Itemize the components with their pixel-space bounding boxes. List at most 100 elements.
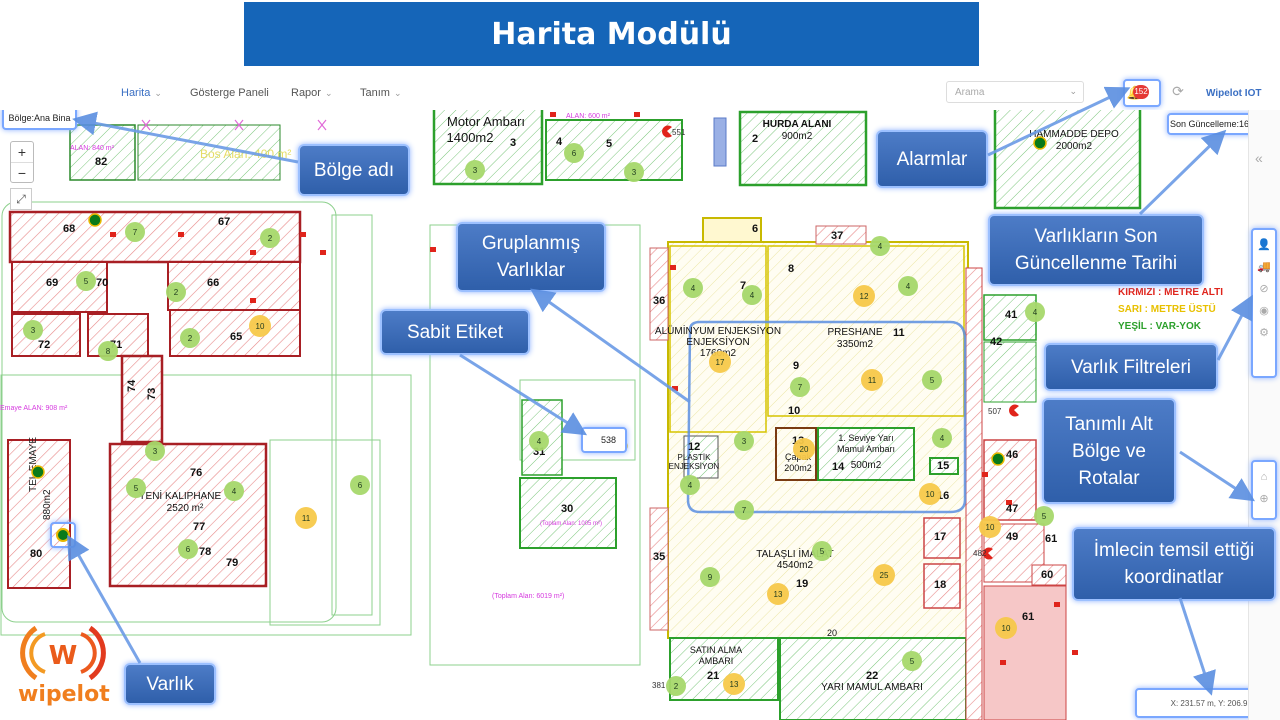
svg-text:11: 11 bbox=[893, 327, 905, 339]
svg-text:60: 60 bbox=[1041, 569, 1053, 581]
svg-text:Emaye ALAN: 908 m²: Emaye ALAN: 908 m² bbox=[0, 405, 68, 412]
svg-text:(Toplam Alan: 6019 m²): (Toplam Alan: 6019 m²) bbox=[492, 593, 564, 600]
svg-text:67: 67 bbox=[218, 216, 230, 228]
chevron-down-icon: ⌄ bbox=[324, 88, 333, 98]
zoom-out-button[interactable]: − bbox=[17, 165, 27, 181]
wipelot-logo-icon: W bbox=[20, 625, 106, 681]
collapse-panel-icon[interactable]: « bbox=[1255, 150, 1263, 166]
svg-text:61: 61 bbox=[1022, 611, 1034, 623]
svg-text:41: 41 bbox=[1005, 309, 1017, 321]
svg-text:4: 4 bbox=[232, 487, 237, 496]
search-select[interactable]: Arama⌄ bbox=[946, 81, 1084, 103]
svg-text:65: 65 bbox=[230, 331, 242, 343]
svg-text:19: 19 bbox=[796, 578, 808, 590]
svg-text:507: 507 bbox=[988, 407, 1002, 416]
nav-item-gosterge-paneli[interactable]: Gösterge Paneli bbox=[190, 87, 269, 99]
svg-text:17: 17 bbox=[716, 358, 725, 367]
svg-text:18: 18 bbox=[934, 579, 946, 591]
alarm-count-badge: 152 bbox=[1133, 85, 1149, 99]
refresh-icon[interactable]: ⟳ bbox=[1172, 83, 1184, 99]
svg-text:5: 5 bbox=[84, 277, 89, 286]
module-title: Harita Modülü bbox=[491, 16, 732, 52]
svg-text:AMBARI: AMBARI bbox=[699, 656, 734, 666]
svg-text:13: 13 bbox=[774, 590, 783, 599]
svg-text:5: 5 bbox=[910, 657, 915, 666]
svg-text:12: 12 bbox=[688, 441, 700, 453]
nav-item-rapor[interactable]: Rapor⌄ bbox=[291, 87, 333, 99]
svg-text:5: 5 bbox=[820, 547, 825, 556]
svg-text:72: 72 bbox=[38, 339, 50, 351]
svg-text:2520 m²: 2520 m² bbox=[167, 503, 204, 514]
svg-text:3: 3 bbox=[473, 166, 478, 175]
fixed-tag-label[interactable]: 538 bbox=[581, 427, 627, 453]
cursor-coordinates: X: 231.57 m, Y: 206.95 m. bbox=[1135, 688, 1248, 718]
svg-text:25: 25 bbox=[880, 571, 889, 580]
svg-text:3: 3 bbox=[153, 447, 158, 456]
svg-text:10: 10 bbox=[256, 322, 265, 331]
svg-text:20: 20 bbox=[827, 628, 837, 638]
block-filter-icon[interactable]: ⊘ bbox=[1259, 283, 1269, 295]
svg-text:21: 21 bbox=[707, 670, 719, 682]
svg-text:4: 4 bbox=[940, 434, 945, 443]
svg-text:3: 3 bbox=[742, 437, 747, 446]
vehicle-filter-icon[interactable]: 🚚 bbox=[1257, 261, 1271, 273]
chevron-down-icon: ⌄ bbox=[393, 88, 402, 98]
svg-text:36: 36 bbox=[653, 295, 665, 307]
svg-text:9: 9 bbox=[708, 573, 713, 582]
svg-text:3: 3 bbox=[31, 326, 36, 335]
svg-text:20: 20 bbox=[800, 445, 809, 454]
svg-text:HURDA ALANI: HURDA ALANI bbox=[763, 119, 832, 130]
svg-text:10: 10 bbox=[1002, 624, 1011, 633]
location-person-icon[interactable]: ⌂ bbox=[1260, 471, 1268, 483]
brand-name: Wipelot IOT bbox=[1206, 88, 1262, 99]
svg-text:10: 10 bbox=[986, 523, 995, 532]
svg-text:1. Seviye Yarı: 1. Seviye Yarı bbox=[838, 433, 893, 443]
svg-text:2: 2 bbox=[752, 133, 758, 145]
callout-son-guncelleme: Varlıkların Son Güncellenme Tarihi bbox=[988, 214, 1204, 286]
svg-text:SATIN ALMA: SATIN ALMA bbox=[690, 645, 742, 655]
svg-text:YENİ KALIPHANE: YENİ KALIPHANE bbox=[139, 489, 222, 502]
expand-icon: ⤢ bbox=[16, 192, 26, 206]
svg-text:4: 4 bbox=[691, 284, 696, 293]
route-icon[interactable]: ⊕ bbox=[1259, 493, 1269, 505]
svg-text:35: 35 bbox=[653, 551, 665, 563]
svg-text:381: 381 bbox=[652, 681, 666, 690]
svg-text:5: 5 bbox=[606, 138, 612, 150]
svg-text:4: 4 bbox=[906, 282, 911, 291]
svg-text:42: 42 bbox=[990, 336, 1002, 348]
svg-text:47: 47 bbox=[1006, 503, 1018, 515]
svg-text:7: 7 bbox=[798, 383, 803, 392]
svg-text:551: 551 bbox=[672, 128, 686, 137]
svg-text:ALÜMİNYUM ENJEKSİYON: ALÜMİNYUM ENJEKSİYON bbox=[655, 324, 781, 337]
svg-text:4: 4 bbox=[556, 136, 563, 148]
svg-text:70: 70 bbox=[96, 277, 108, 289]
person-filter-icon[interactable]: 👤 bbox=[1257, 239, 1271, 251]
svg-text:4540m2: 4540m2 bbox=[777, 560, 814, 571]
eye-filter-icon[interactable]: ◉ bbox=[1259, 305, 1269, 317]
zoom-in-button[interactable]: + bbox=[11, 142, 33, 163]
svg-text:4: 4 bbox=[688, 481, 693, 490]
svg-text:7: 7 bbox=[133, 228, 138, 237]
svg-text:3: 3 bbox=[510, 137, 516, 149]
svg-text:Motor Ambarı: Motor Ambarı bbox=[447, 114, 525, 129]
svg-text:17: 17 bbox=[934, 531, 946, 543]
nav-item-tanim[interactable]: Tanım⌄ bbox=[360, 87, 402, 99]
svg-text:6: 6 bbox=[186, 545, 191, 554]
gear-filter-icon[interactable]: ⚙ bbox=[1259, 327, 1269, 339]
svg-text:(Toplam Alan: 1005 m²): (Toplam Alan: 1005 m²) bbox=[540, 521, 602, 527]
svg-text:2: 2 bbox=[674, 682, 679, 691]
wipelot-logo: W wipelot bbox=[18, 620, 110, 710]
nav-item-harita[interactable]: Harita⌄ bbox=[121, 87, 162, 99]
svg-text:8: 8 bbox=[106, 347, 111, 356]
chevron-down-icon: ⌄ bbox=[1069, 86, 1077, 96]
svg-text:10: 10 bbox=[926, 490, 935, 499]
fullscreen-button[interactable]: ⤢ bbox=[10, 188, 32, 210]
svg-text:HAMMADDE DEPO: HAMMADDE DEPO bbox=[1029, 129, 1119, 140]
callout-koordinatlar: İmlecin temsil ettiği koordinatlar bbox=[1072, 527, 1276, 601]
svg-text:3: 3 bbox=[632, 168, 637, 177]
logo-text: wipelot bbox=[18, 682, 110, 707]
svg-text:4: 4 bbox=[537, 437, 542, 446]
svg-text:14: 14 bbox=[832, 461, 845, 473]
